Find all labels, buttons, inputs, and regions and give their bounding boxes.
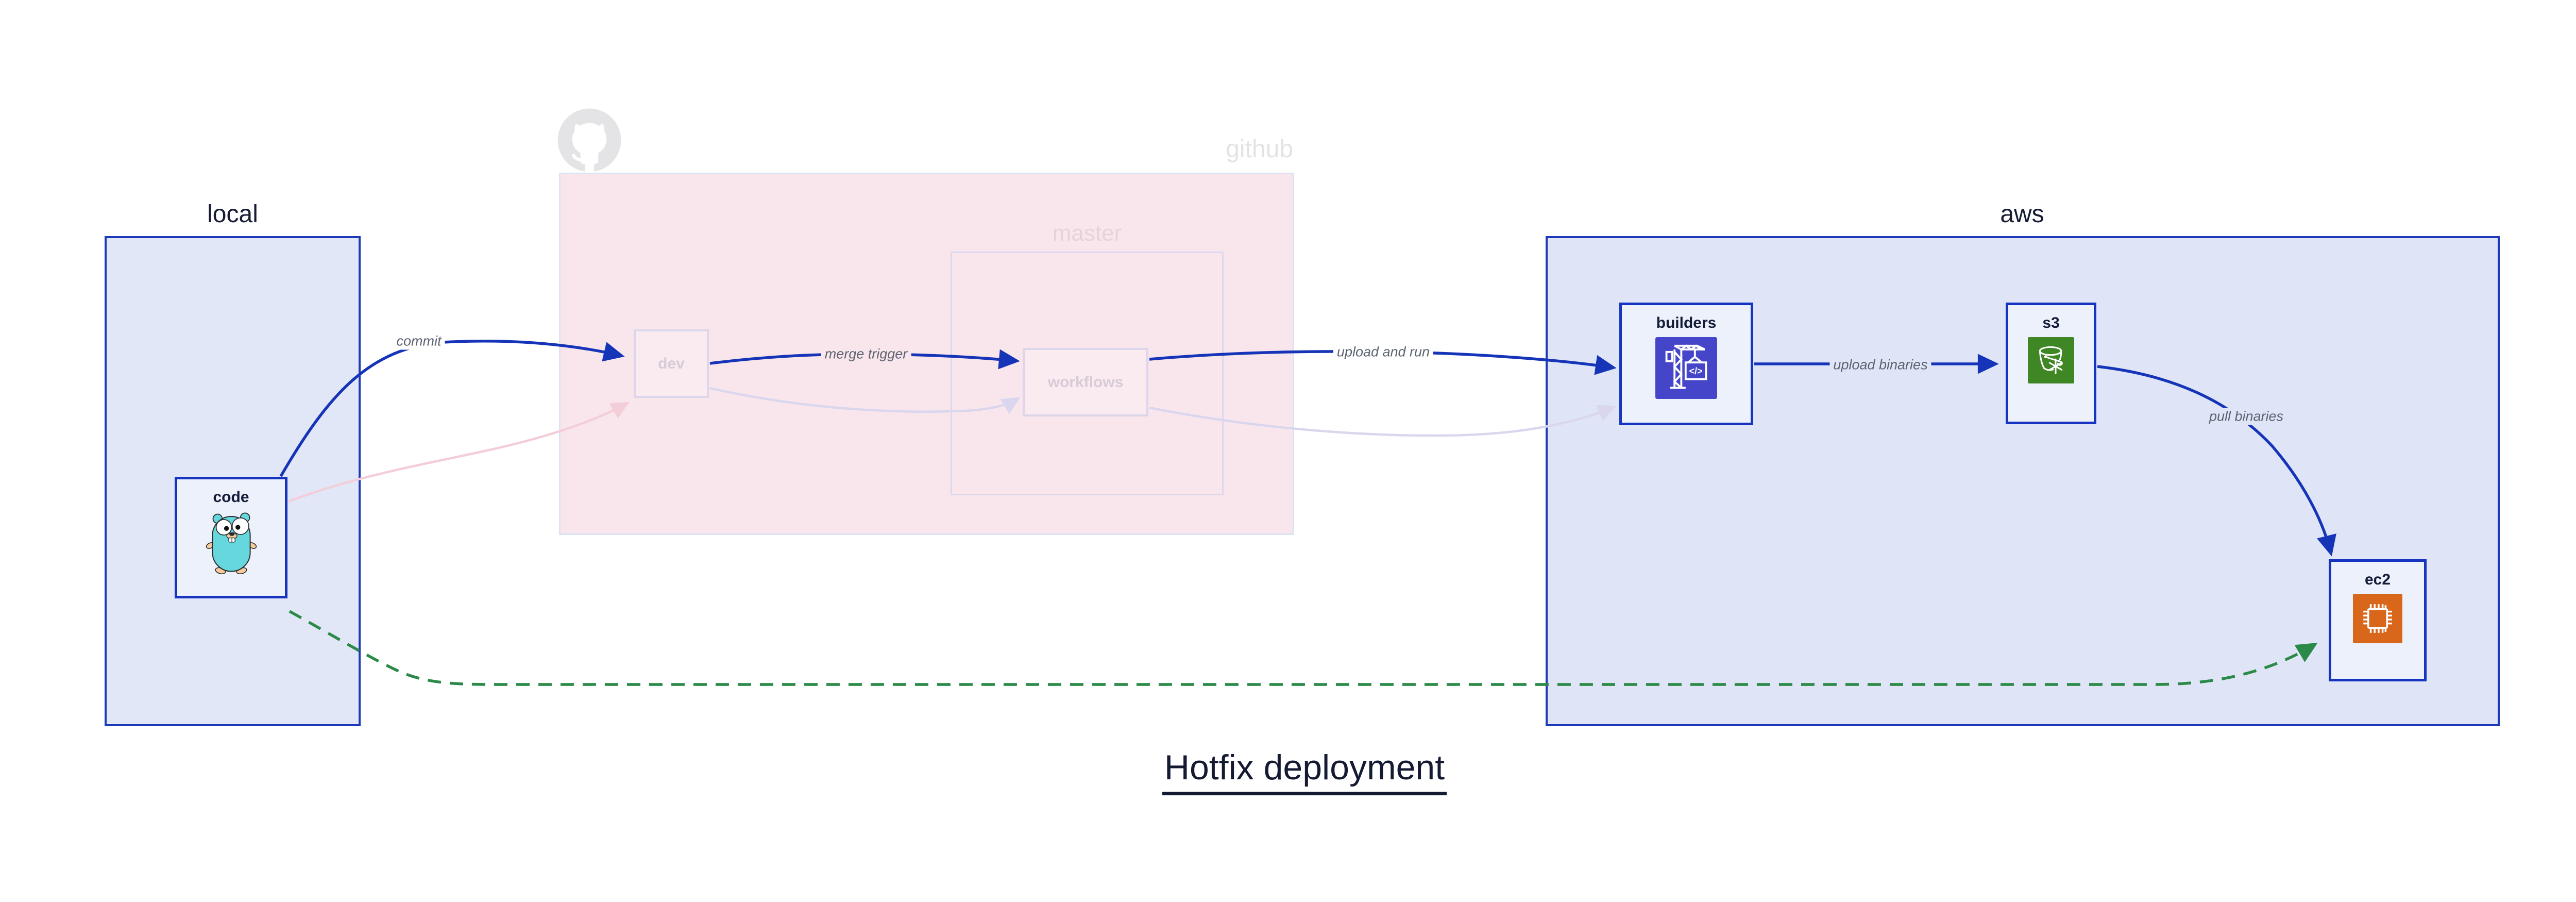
diagram-title-text: Hotfix deployment — [1162, 747, 1447, 795]
node-s3: s3 — [2006, 303, 2096, 424]
github-octocat-logo-icon — [557, 108, 621, 173]
node-code-label: code — [213, 489, 249, 506]
edge-label-pull-binaries: pull binaries — [2205, 408, 2287, 425]
edge-label-commit: commit — [393, 332, 445, 350]
aws-codebuild-icon: </> — [1655, 337, 1717, 399]
node-builders: builders </> — [1619, 303, 1753, 425]
svg-text:</>: </> — [1689, 366, 1703, 376]
node-ec2: ec2 — [2329, 559, 2427, 681]
node-workflows: workflows — [1023, 348, 1148, 416]
node-builders-label: builders — [1656, 314, 1717, 331]
master-branch-box — [951, 252, 1224, 495]
local-group-label: local — [207, 201, 258, 228]
node-dev-label: dev — [658, 355, 685, 372]
node-code: code — [175, 477, 287, 598]
aws-ec2-icon — [2353, 594, 2402, 643]
aws-group-label: aws — [2000, 201, 2044, 228]
edge-label-merge-trigger: merge trigger — [821, 345, 911, 363]
node-workflows-label: workflows — [1047, 373, 1124, 391]
master-branch-label: master — [1052, 221, 1122, 246]
github-group-label: github — [1226, 136, 1293, 163]
aws-s3-glacier-icon — [2028, 337, 2074, 383]
node-dev: dev — [634, 329, 709, 398]
node-s3-label: s3 — [2042, 314, 2060, 331]
node-ec2-label: ec2 — [2364, 571, 2391, 588]
go-gopher-icon — [206, 512, 257, 574]
edge-label-upload-binaries: upload binaries — [1829, 356, 1931, 374]
edge-label-upload-and-run: upload and run — [1333, 343, 1434, 361]
diagram-title: Hotfix deployment — [1047, 747, 1562, 795]
